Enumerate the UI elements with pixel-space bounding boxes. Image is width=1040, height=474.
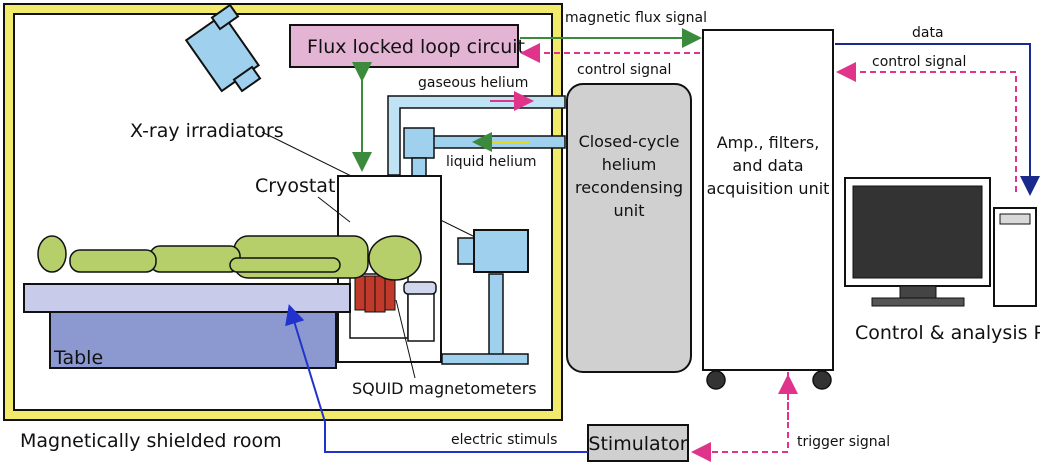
squid-array xyxy=(354,275,396,313)
squid-label: SQUID magnetometers xyxy=(352,379,537,398)
helium-unit-line2: helium xyxy=(602,155,657,174)
electric-stimulus-label: electric stimuls xyxy=(451,432,557,448)
xray-label: X-ray irradiators xyxy=(130,120,284,142)
head-support xyxy=(403,281,437,342)
liquid-helium-label: liquid helium xyxy=(446,154,537,170)
trigger-signal-label: trigger signal xyxy=(797,434,890,450)
helium-unit-line3: recondensing xyxy=(575,178,683,197)
table-label: Table xyxy=(53,347,103,369)
patient xyxy=(37,235,422,281)
helium-unit xyxy=(566,83,692,373)
squid-leader xyxy=(395,299,416,379)
control-signal-right-arrow xyxy=(836,62,1017,192)
xray-irradiator-side xyxy=(441,229,529,365)
stimulator-label: Stimulator xyxy=(588,433,687,455)
flux-circuit-box xyxy=(289,24,519,68)
cryostat-leader xyxy=(317,196,351,223)
magnetic-flux-label: magnetic flux signal xyxy=(565,10,707,26)
control-signal-right-label: control signal xyxy=(872,54,966,70)
pc-label: Control & analysis PC xyxy=(855,322,1040,344)
acq-unit-line1: Amp., filters, xyxy=(717,133,820,152)
pc xyxy=(844,177,1037,307)
acq-unit-line3: acquisition unit xyxy=(707,179,830,198)
acq-unit-line2: and data xyxy=(732,156,803,175)
control-signal-left-label: control signal xyxy=(577,62,671,78)
helium-unit-line4: unit xyxy=(614,201,645,220)
acquisition-unit xyxy=(702,29,834,390)
helium-unit-line1: Closed-cycle xyxy=(579,132,680,151)
stimulator-box xyxy=(587,424,689,462)
flux-circuit-label: Flux locked loop circuit xyxy=(307,36,525,58)
trigger-signal-arrow xyxy=(691,372,789,462)
data-label: data xyxy=(912,25,944,41)
data-arrow xyxy=(835,43,1040,196)
cryostat-label: Cryostat xyxy=(255,175,335,197)
gaseous-helium-label: gaseous helium xyxy=(418,75,528,91)
room-label: Magnetically shielded room xyxy=(20,430,282,452)
xray-irradiator-top xyxy=(184,3,262,93)
electric-stimulus-arrow xyxy=(285,304,588,453)
